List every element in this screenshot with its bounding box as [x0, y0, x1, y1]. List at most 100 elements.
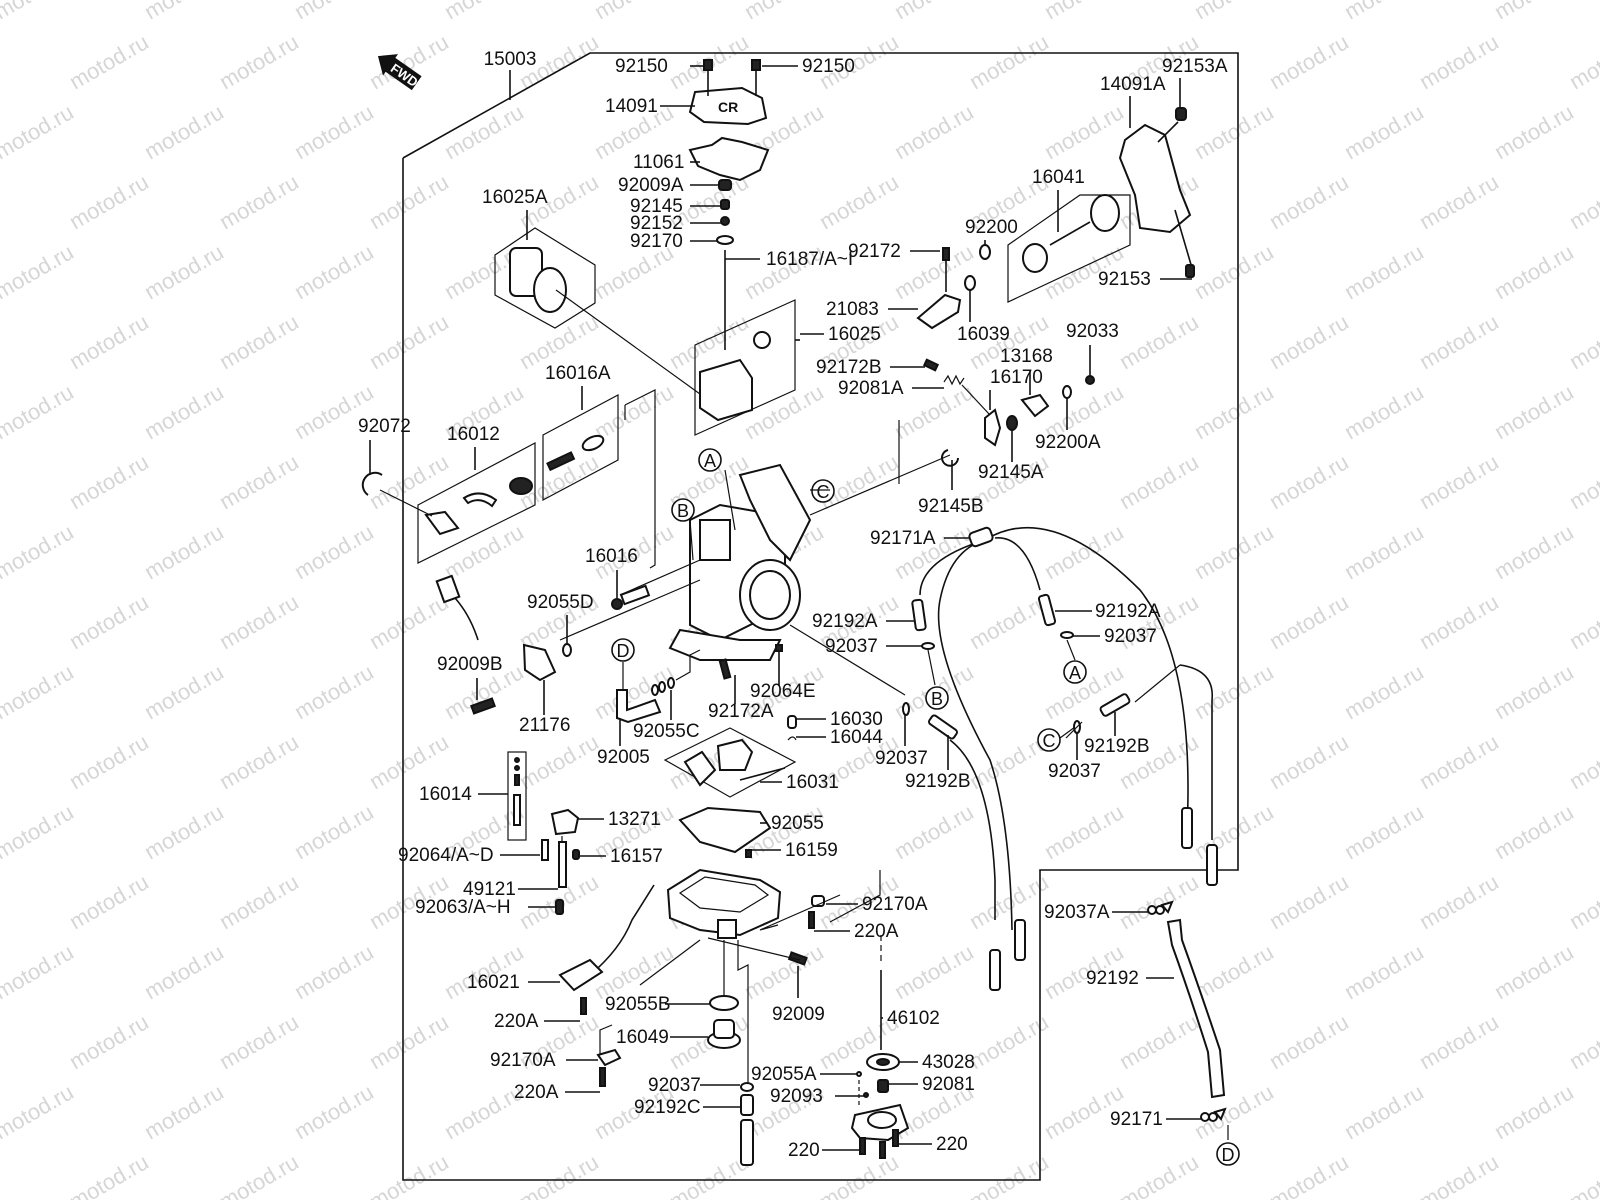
part-number-label: 220 — [936, 1134, 968, 1155]
watermark-text: motod.ru — [215, 1009, 303, 1074]
leader-ref-B — [689, 519, 694, 561]
plug-92009A — [718, 179, 732, 191]
part-number-label: 11061 — [633, 152, 684, 173]
part-number-label: 92009A — [618, 175, 684, 196]
part-number-label: 92171A — [870, 528, 936, 549]
screw-220A-lower-left — [580, 997, 587, 1015]
part-number-label: 92055 — [771, 813, 824, 834]
watermark-text: motod.ru — [1265, 309, 1353, 374]
part-number-label: 92063/A~H — [415, 897, 511, 918]
watermark-text: motod.ru — [1115, 309, 1203, 374]
watermark-text: motod.ru — [140, 799, 228, 864]
clip-92072 — [361, 471, 383, 496]
watermark-text: motod.ru — [965, 29, 1053, 94]
part-number-label: 92033 — [1066, 321, 1119, 342]
part-number-label: 92150 — [802, 56, 855, 77]
watermark-text: motod.ru — [1340, 239, 1428, 304]
part-number-label: 92192C — [634, 1097, 701, 1118]
watermark-text: motod.ru — [0, 1149, 3, 1200]
fitting-16016-part — [611, 584, 651, 610]
watermark-text: motod.ru — [140, 239, 228, 304]
spring-92081 — [877, 1079, 889, 1093]
part-number-label: 92037 — [1048, 761, 1101, 782]
watermark-text: motod.ru — [440, 99, 528, 164]
16025A-kit-box — [494, 227, 596, 329]
reference-circle — [1063, 660, 1087, 684]
hose-end-left — [989, 949, 1001, 991]
part-number-label: 16044 — [830, 727, 883, 748]
watermark-text: motod.ru — [290, 659, 378, 724]
screw-92172B — [922, 358, 940, 372]
part-number-label: 220 — [788, 1140, 820, 1161]
ball-92152 — [720, 216, 730, 226]
part-number-label: 92055A — [751, 1064, 817, 1085]
reference-letter: D — [1222, 1145, 1235, 1165]
watermark-text: motod.ru — [0, 729, 3, 794]
clamp-92171A — [968, 526, 994, 548]
carburetor-body-part — [668, 463, 812, 661]
clip-92037-b — [1060, 631, 1074, 639]
part-number-label: 49121 — [463, 879, 516, 900]
watermark-text: motod.ru — [890, 939, 978, 1004]
part-number-label: 92037 — [1104, 626, 1157, 647]
reference-letter: B — [931, 689, 943, 709]
watermark-text: motod.ru — [1415, 1149, 1503, 1200]
part-number-label: 92153A — [1162, 56, 1228, 77]
lever-16170 — [984, 408, 1002, 447]
watermark-text: motod.ru — [215, 729, 303, 794]
part-number-label: 92064E — [750, 681, 816, 702]
vent-hose-left — [937, 539, 1013, 931]
pin-92093 — [863, 1092, 869, 1098]
part-number-label: 14091 — [605, 96, 658, 117]
hose-92192A-right — [1037, 593, 1057, 627]
part-number-label: 16014 — [419, 784, 472, 805]
part-number-label: 16039 — [957, 324, 1010, 345]
reference-marker-d: D — [1216, 1142, 1240, 1166]
part-16159 — [745, 849, 752, 858]
watermark-text: motod.ru — [0, 1079, 78, 1144]
nut-92033 — [1085, 375, 1095, 385]
part-number-label: 92200A — [1035, 432, 1101, 453]
watermark-text: motod.ru — [1265, 169, 1353, 234]
part-13271 — [550, 808, 580, 836]
watermark-text: motod.ru — [1340, 379, 1428, 444]
watermark-text: motod.ru — [140, 659, 228, 724]
screw-220A-lower — [599, 1067, 606, 1087]
watermark-text: motod.ru — [1115, 869, 1203, 934]
part-number-label: 13271 — [608, 809, 661, 830]
reference-marker-b: B — [671, 498, 695, 522]
part-number-label: 92055C — [633, 721, 700, 742]
part-number-label: 92170A — [862, 894, 928, 915]
watermark-text: motod.ru — [1415, 869, 1503, 934]
watermark-text: motod.ru — [1565, 449, 1600, 514]
part-number-label: 92055B — [605, 994, 671, 1015]
jet-92064 — [541, 839, 549, 861]
fitting-16012-part — [424, 477, 533, 536]
clip-92037-c — [902, 702, 910, 716]
part-number-label: 16031 — [786, 772, 839, 793]
watermark-text: motod.ru — [1190, 99, 1278, 164]
watermark-text: motod.ru — [215, 1149, 303, 1200]
watermark-text: motod.ru — [1565, 1009, 1600, 1074]
watermark-text: motod.ru — [1340, 939, 1428, 1004]
watermark-text: motod.ru — [290, 939, 378, 1004]
watermark-text: motod.ru — [1265, 869, 1353, 934]
spring-92081A — [943, 374, 965, 386]
watermark-text: motod.ru — [1190, 0, 1278, 24]
jet-49121 — [558, 841, 567, 888]
clip-92037-lower — [740, 1082, 754, 1092]
watermark-text: motod.ru — [140, 939, 228, 1004]
watermark-text: motod.ru — [815, 169, 903, 234]
part-number-label: 16170 — [990, 367, 1043, 388]
watermark-text: motod.ru — [1265, 1149, 1353, 1200]
watermark-text: motod.ru — [65, 1009, 153, 1074]
watermark-text: motod.ru — [1340, 99, 1428, 164]
clip-92145B — [941, 449, 959, 467]
watermark-text: motod.ru — [365, 1149, 453, 1200]
watermark-text: motod.ru — [1415, 169, 1503, 234]
reference-circle — [1037, 728, 1061, 752]
part-number-label: 16021 — [467, 972, 520, 993]
part-number-label: 16016 — [585, 546, 638, 567]
clamp-92170A-lower — [596, 1048, 622, 1067]
watermark-text: motod.ru — [1040, 519, 1128, 584]
